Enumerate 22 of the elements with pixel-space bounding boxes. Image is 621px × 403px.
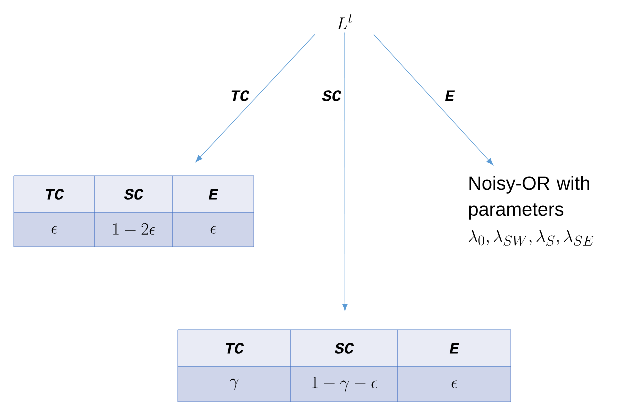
header-cell: TC <box>178 330 292 368</box>
arrow <box>196 34 316 162</box>
edge-label: SC <box>321 90 343 102</box>
edge-label: TC <box>229 90 251 102</box>
value-cell: $1-2\epsilon$ <box>94 212 174 248</box>
value-cell: $\epsilon$ <box>398 366 512 402</box>
value-cell: $1-\gamma-\epsilon$ <box>290 366 398 402</box>
formula-label: $L^t$ <box>337 14 353 30</box>
header-cell: SC <box>94 176 174 214</box>
header-cell: E <box>172 176 254 214</box>
header-cell: TC <box>14 176 96 214</box>
table <box>14 176 254 248</box>
header-cell: E <box>398 330 512 368</box>
value-cell: $\gamma$ <box>178 366 292 402</box>
edge-label: E <box>444 90 456 102</box>
value-cell: $\epsilon$ <box>14 212 96 248</box>
arrow <box>342 32 348 312</box>
value-cell: $\epsilon$ <box>172 212 254 248</box>
description-text: Noisy-OR with parameters $\lambda_0, \lambda_{SW}, \lambda_S, \lambda_{SE}$ <box>469 176 594 246</box>
header-cell: SC <box>290 330 398 368</box>
table <box>178 330 512 402</box>
arrow <box>374 34 494 166</box>
